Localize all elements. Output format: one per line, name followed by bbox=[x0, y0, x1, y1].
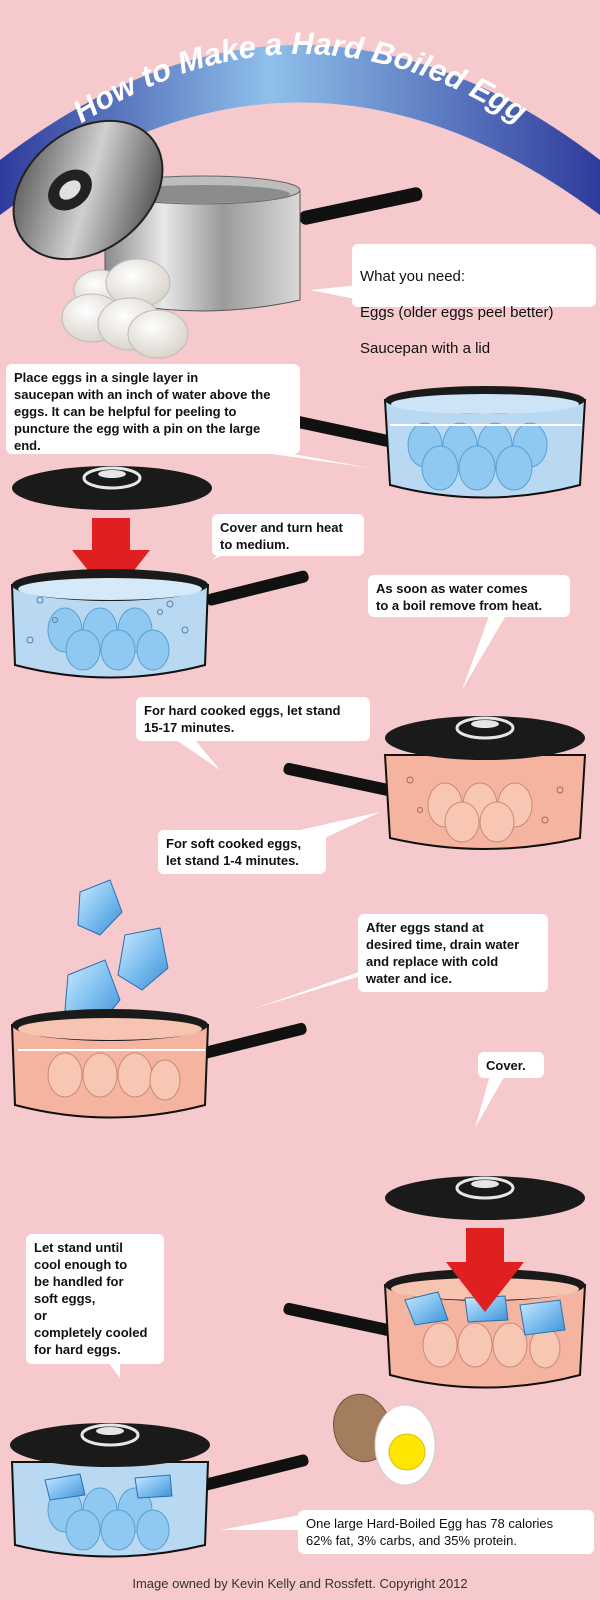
pot-cold-water-eggs bbox=[283, 386, 587, 499]
lid-black-2 bbox=[385, 1176, 585, 1220]
red-arrow-1 bbox=[72, 518, 150, 600]
pot-ice-water bbox=[283, 1269, 587, 1389]
callout-nutrition: One large Hard-Boiled Egg has 78 calorie… bbox=[298, 1510, 594, 1554]
pot-hot-water bbox=[10, 1009, 307, 1119]
callout-what-you-need: What you need: Eggs (older eggs peel bet… bbox=[352, 244, 596, 357]
need-saucepan: Saucepan with a lid bbox=[360, 340, 491, 357]
red-arrow-2 bbox=[446, 1228, 524, 1312]
ice-cubes-falling bbox=[64, 879, 169, 1031]
pot-heating bbox=[10, 569, 309, 679]
callout-place-eggs: Place eggs in a single layer in saucepan… bbox=[6, 364, 300, 454]
callout-drain-ice: After eggs stand at desired time, drain … bbox=[358, 914, 548, 992]
callout-let-stand-cool: Let stand until cool enough to be handle… bbox=[26, 1234, 164, 1364]
lid-black-1 bbox=[12, 466, 212, 510]
peeled-egg-illustration bbox=[333, 1393, 436, 1486]
callout-boil-remove: As soon as water comes to a boil remove … bbox=[368, 575, 570, 617]
pot-covered-standing bbox=[283, 716, 587, 850]
need-eggs: Eggs (older eggs peel better) bbox=[360, 304, 554, 321]
callout-hard-stand: For hard cooked eggs, let stand 15-17 mi… bbox=[136, 697, 370, 741]
callout-soft-stand: For soft cooked eggs, let stand 1-4 minu… bbox=[158, 830, 326, 874]
need-heading: What you need: bbox=[360, 268, 466, 285]
copyright-footer: Image owned by Kevin Kelly and Rossfett.… bbox=[132, 1576, 468, 1591]
callout-cover: Cover. bbox=[478, 1052, 544, 1078]
pot-cooling-covered bbox=[10, 1423, 309, 1558]
eggs-illustration bbox=[61, 258, 189, 359]
saucepan-with-lid-illustration bbox=[12, 119, 423, 312]
callout-cover-heat: Cover and turn heat to medium. bbox=[212, 514, 364, 556]
